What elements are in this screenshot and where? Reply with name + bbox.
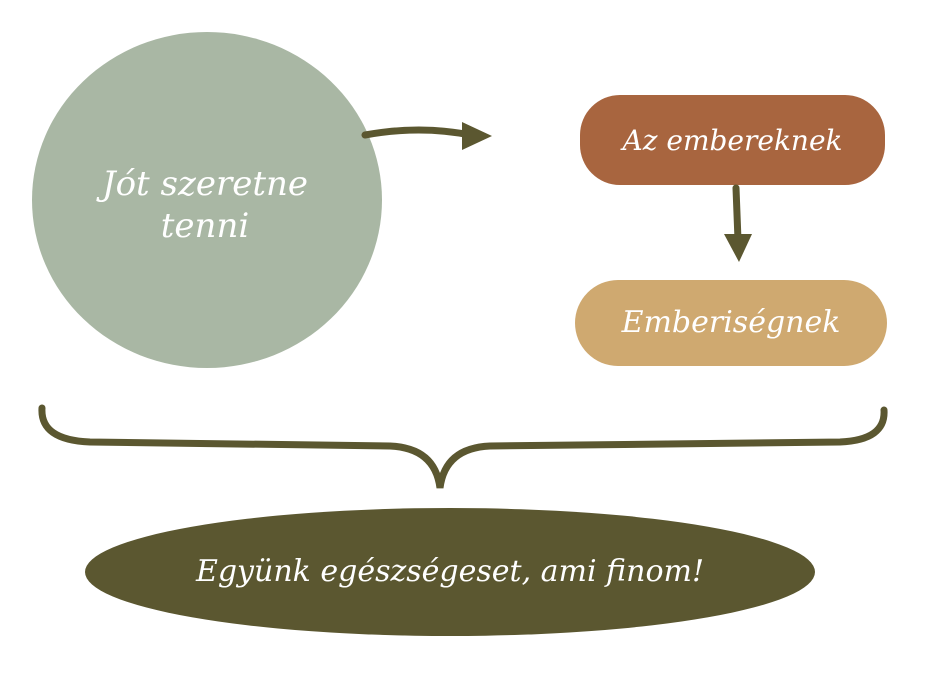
- circle-label-line1: Jót szeretne: [101, 163, 309, 204]
- arrow-down-head: [724, 234, 752, 262]
- bottom-node-label: Együnk egészségeset, ami finom!: [195, 554, 705, 590]
- circle-label-line2: tenni: [160, 206, 250, 246]
- bottom-node-shape: [85, 508, 815, 636]
- circle-node-label: Jót szeretne tenni: [60, 140, 350, 270]
- circle-node-shape: [32, 32, 382, 368]
- top-right-node-shape: [580, 95, 885, 185]
- arrow-right-connector: [361, 126, 474, 139]
- arrow-down-connector: [732, 184, 742, 244]
- middle-right-node-shape: [575, 280, 887, 366]
- top-right-node-label: Az embereknek: [622, 123, 843, 157]
- curly-brace: [38, 404, 888, 489]
- arrow-right-head: [462, 122, 492, 150]
- middle-right-node-label: Emberiségnek: [621, 305, 841, 341]
